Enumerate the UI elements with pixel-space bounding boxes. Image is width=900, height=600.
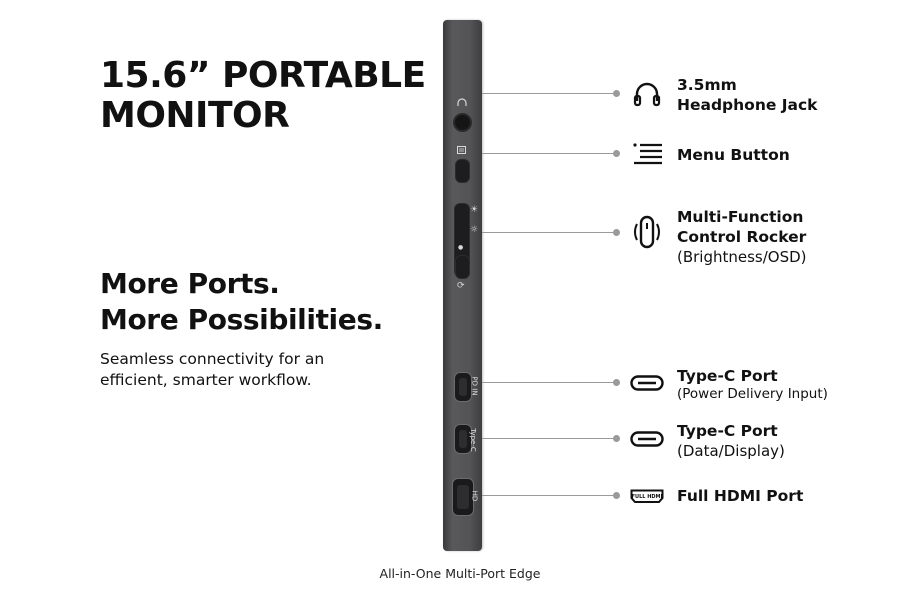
headline: More Ports. More Possibilities. xyxy=(100,266,383,338)
callout-hdmi: Full HDMI Port xyxy=(677,486,803,506)
brightness-up-glyph-icon: ☀ xyxy=(470,205,479,215)
usb-c-icon xyxy=(629,421,665,457)
callout-menu: Menu Button xyxy=(677,145,790,165)
headphone-jack xyxy=(453,113,472,132)
headline-line-1: More Ports. xyxy=(100,267,280,300)
power-glyph-icon: ⟳ xyxy=(457,281,465,291)
callout-type-c-pd-line1: Type-C Port xyxy=(677,367,778,385)
callout-type-c-data-sub: (Data/Display) xyxy=(677,442,785,460)
callout-rocker-sub: (Brightness/OSD) xyxy=(677,248,807,266)
menu-button[interactable] xyxy=(455,159,470,183)
menu-icon xyxy=(630,136,666,172)
menu-glyph-icon xyxy=(457,146,466,156)
hd-label: HD xyxy=(470,490,479,502)
callout-dot xyxy=(613,229,620,236)
callout-dot xyxy=(613,379,620,386)
callout-menu-line1: Menu Button xyxy=(677,146,790,164)
usb-c-icon xyxy=(629,365,665,401)
type-c-label: Type-C xyxy=(468,428,477,452)
callout-dot xyxy=(613,435,620,442)
rocker-icon xyxy=(629,214,665,250)
power-button[interactable] xyxy=(455,255,470,279)
caption: All-in-One Multi-Port Edge xyxy=(379,566,541,581)
callout-line xyxy=(482,93,616,94)
callout-line xyxy=(482,495,616,496)
pd-in-label: PD IN xyxy=(470,376,479,396)
title-line-2: MONITOR xyxy=(100,95,290,136)
callout-type-c-pd: Type-C Port (Power Delivery Input) xyxy=(677,366,828,403)
callout-type-c-pd-sub: (Power Delivery Input) xyxy=(677,386,828,402)
callout-dot xyxy=(613,492,620,499)
page-title: 15.6” PORTABLE MONITOR xyxy=(100,56,426,136)
callout-dot xyxy=(613,90,620,97)
callout-line xyxy=(482,438,616,439)
callout-line xyxy=(482,153,616,154)
headphone-glyph-icon xyxy=(457,98,467,109)
callout-type-c-data-line1: Type-C Port xyxy=(677,422,778,440)
rocker-dot: ● xyxy=(458,244,464,251)
title-line-1: 15.6” PORTABLE xyxy=(100,55,426,96)
callout-line xyxy=(482,232,616,233)
callout-dot xyxy=(613,150,620,157)
hdmi-port xyxy=(452,478,474,516)
brightness-glyph-icon: ☼ xyxy=(470,225,479,235)
headline-line-2: More Possibilities. xyxy=(100,303,383,336)
type-c-data-port xyxy=(454,424,472,454)
hdmi-icon-text: FULL HDMI xyxy=(632,494,663,500)
callout-rocker: Multi-Function Control Rocker (Brightnes… xyxy=(677,207,807,267)
type-c-pd-port xyxy=(454,372,472,402)
hdmi-icon: FULL HDMI xyxy=(629,478,665,514)
monitor-edge: ☀ ☼ ● ⟳ PD IN Type-C HD xyxy=(443,20,482,551)
callout-type-c-data: Type-C Port (Data/Display) xyxy=(677,421,785,461)
callout-hdmi-line1: Full HDMI Port xyxy=(677,487,804,505)
callout-rocker-line1: Multi-Function xyxy=(677,208,804,226)
headphone-icon xyxy=(629,76,665,112)
callout-line xyxy=(482,382,616,383)
callout-headphone-line1: 3.5mm xyxy=(677,76,737,94)
callout-headphone: 3.5mm Headphone Jack xyxy=(677,75,817,115)
callout-headphone-line2: Headphone Jack xyxy=(677,96,818,114)
callout-rocker-line2: Control Rocker xyxy=(677,228,807,246)
description: Seamless connectivity for an efficient, … xyxy=(100,350,325,389)
